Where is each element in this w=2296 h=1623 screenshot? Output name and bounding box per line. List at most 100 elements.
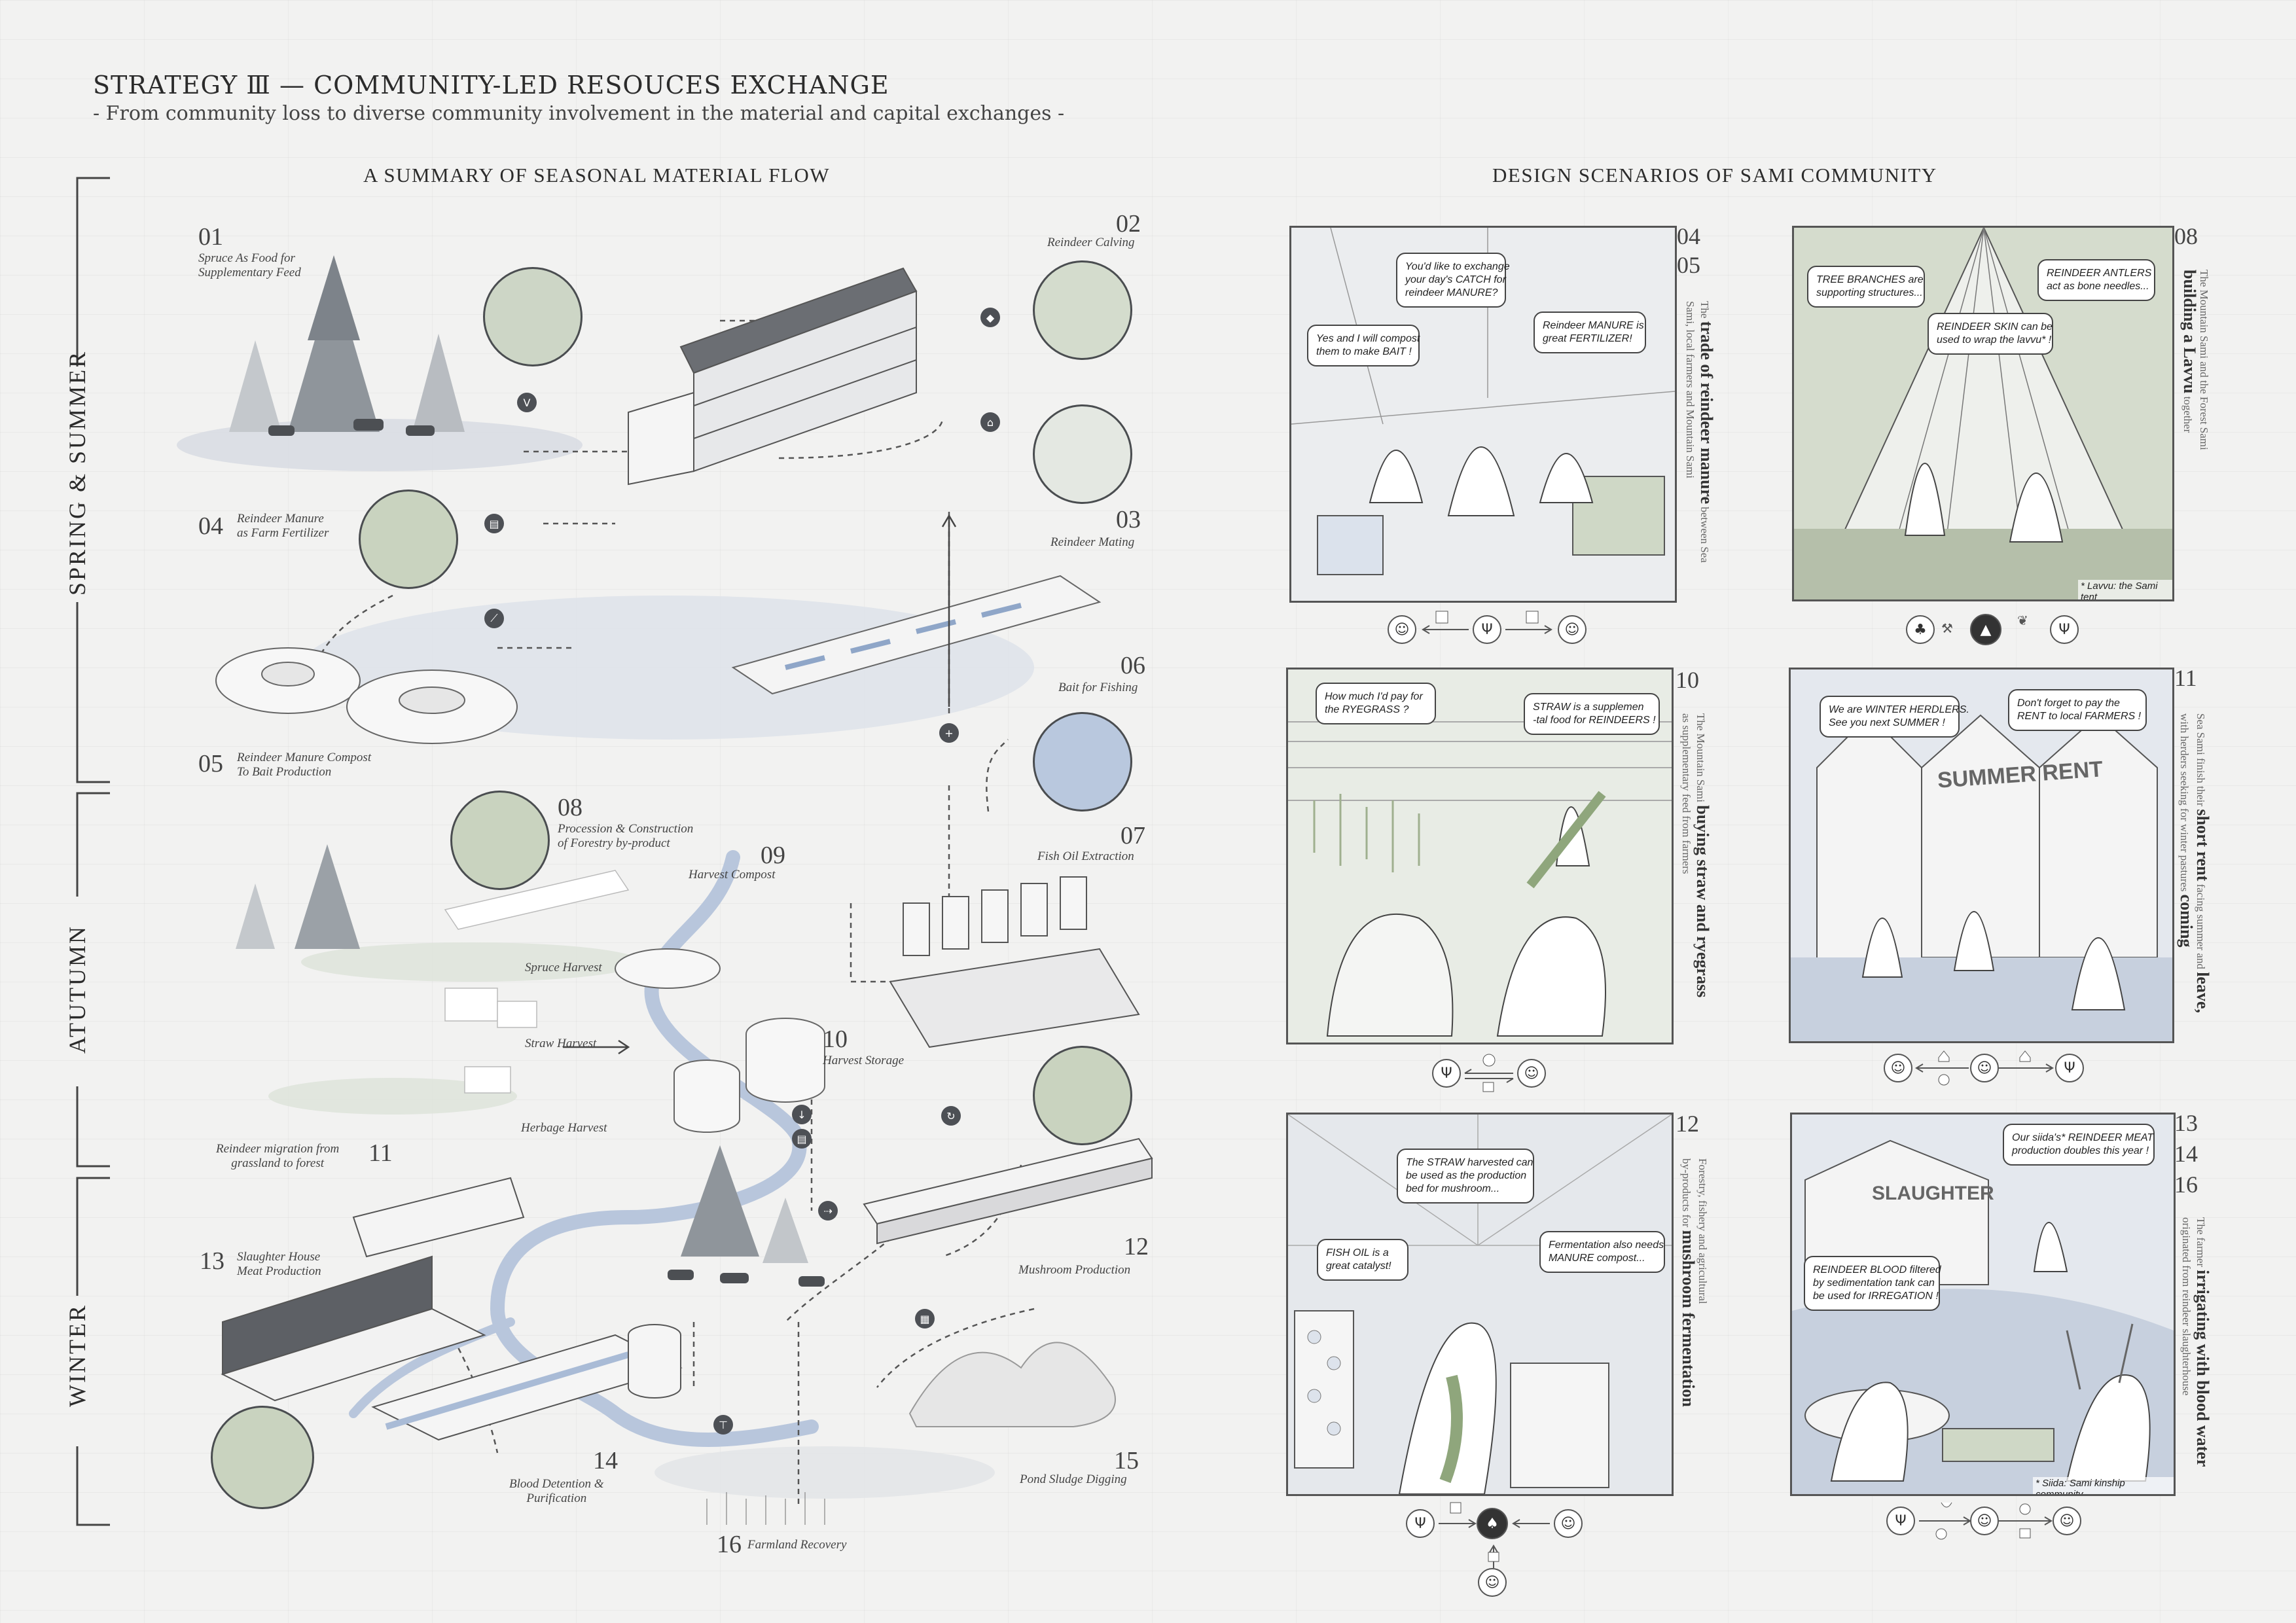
reindeer-icon: Ψ [1473, 615, 1501, 644]
panel-illustration [1288, 1115, 1672, 1494]
step-02-label: Reindeer Calving [1047, 236, 1135, 249]
speech-bubble: How much I'd pay for the RYEGRASS ? [1316, 683, 1436, 724]
scenario-panel-mushroom: The STRAW harvested can be used as the p… [1286, 1113, 1674, 1496]
step-09-num: 09 [761, 842, 785, 869]
speech-bubble: Our siida's* REINDEER MEAT production do… [2003, 1124, 2155, 1166]
step-09-label: Harvest Compost [689, 868, 776, 882]
mating-vignette [1033, 404, 1132, 504]
step-15-label: Pond Sludge Digging [1020, 1472, 1127, 1486]
flow-plus-icon: + [939, 723, 959, 743]
flow-v-icon: V [517, 393, 537, 412]
step-16-label: Farmland Recovery [747, 1538, 847, 1552]
flow-tank-icon: ▤ [484, 514, 504, 533]
flow-tool-icon: ⟋ [484, 609, 504, 628]
panel-footnote: * Lavvu: the Sami tent [2078, 580, 2172, 599]
season-brackets [76, 177, 110, 1526]
harvest-label-herbage: Herbage Harvest [521, 1121, 607, 1135]
harvest-label-straw: Straw Harvest [525, 1037, 597, 1050]
speech-bubble: Fermentation also needs MANURE compost..… [1539, 1231, 1665, 1273]
panel-num: 13 [2174, 1110, 2198, 1136]
step-08-num: 08 [558, 794, 583, 821]
reindeer-icon: Ψ [2055, 1054, 2084, 1082]
panel-num: 11 [2174, 665, 2197, 691]
flow-arrow-icon: ⇢ [818, 1201, 838, 1221]
farmer-icon: ☺ [1970, 1507, 1999, 1535]
mushroom-vignette [1033, 1046, 1132, 1145]
left-heading: A SUMMARY OF SEASONAL MATERIAL FLOW [363, 164, 831, 187]
flow-house-icon: ⌂ [980, 412, 1000, 432]
page-title: STRATEGY Ⅲ — COMMUNITY-LED RESOUCES EXCH… [93, 71, 889, 99]
flow-tap-icon: ⊤ [713, 1415, 733, 1435]
fisher-icon: ☺ [1558, 615, 1587, 644]
flow-tank2-icon: ▤ [792, 1129, 812, 1149]
wood-icon: ⚒ [1941, 620, 1953, 636]
reindeer-icon: Ψ [1886, 1507, 1915, 1535]
panel-side-caption: The trade of reindeer manure between Sea… [1684, 301, 1716, 563]
harvest-label-spruce: Spruce Harvest [525, 961, 602, 974]
step-01-num: 01 [198, 223, 223, 251]
fisher-icon: ☺ [1478, 1568, 1507, 1597]
step-16-num: 16 [717, 1531, 742, 1558]
speech-bubble: The STRAW harvested can be used as the p… [1397, 1149, 1534, 1204]
panel-illustration [1288, 669, 1672, 1043]
step-03-label: Reindeer Mating [1050, 535, 1135, 549]
speech-bubble: Reindeer MANURE is great FERTILIZER! [1534, 312, 1646, 353]
exchange-arrows [1915, 1050, 2054, 1086]
step-15-num: 15 [1114, 1447, 1139, 1474]
slaughter-sign: SLAUGHTER [1872, 1183, 1994, 1204]
farmer-icon: ☺ [1970, 1054, 1999, 1082]
reindeer-head-vignette [483, 267, 583, 366]
panel-footnote: * Siida: Sami kinship community [2033, 1477, 2174, 1494]
step-11-num: 11 [368, 1139, 393, 1167]
panel-num: 12 [1676, 1111, 1699, 1137]
farmer-icon: ☺ [1554, 1509, 1583, 1538]
farmer-icon: ☺ [1388, 615, 1416, 644]
step-13-label: Slaughter House Meat Production [237, 1250, 321, 1278]
step-10-num: 10 [823, 1026, 848, 1053]
farmer-icon: ☺ [2053, 1507, 2081, 1535]
exchange-arrows [1464, 1054, 1514, 1092]
step-10-label: Harvest Storage [823, 1054, 905, 1067]
fish-oil-vignette [1033, 712, 1132, 812]
panel-num: 10 [1676, 667, 1699, 693]
seasonal-flow-diagram [177, 255, 1153, 1525]
flow-cycle-icon: ↻ [941, 1106, 961, 1126]
speech-bubble: Don't forget to pay the RENT to local FA… [2008, 689, 2147, 731]
speech-bubble: You'd like to exchange your day's CATCH … [1396, 253, 1510, 308]
scenario-panel-blood-irrigation: SLAUGHTER Our siida's* REINDEER MEAT pro… [1790, 1113, 2176, 1496]
calving-vignette [1033, 260, 1132, 360]
step-12-num: 12 [1124, 1233, 1149, 1260]
panel-num: 14 [2174, 1141, 2198, 1167]
step-12-label: Mushroom Production [1018, 1263, 1131, 1277]
manure-vignette [359, 490, 458, 589]
meat-vignette [211, 1406, 314, 1509]
reindeer-icon: Ψ [1406, 1509, 1435, 1538]
reindeer-icon: Ψ [1432, 1059, 1461, 1088]
speech-bubble: STRAW is a supplemen -tal food for REIND… [1524, 693, 1660, 735]
scenario-panel-manure-trade: You'd like to exchange your day's CATCH … [1289, 226, 1677, 603]
step-04-label: Reindeer Manure as Farm Fertilizer [237, 512, 329, 540]
season-winter: WINTER [64, 1304, 90, 1407]
step-03-num: 03 [1116, 506, 1141, 533]
forest-icon: ♣ [1906, 615, 1935, 644]
season-spring-summer: SPRING & SUMMER [64, 349, 90, 596]
exchange-arrows [1422, 611, 1552, 634]
step-06-label: Bait for Fishing [1058, 681, 1138, 694]
step-13-num: 13 [200, 1247, 224, 1275]
step-14-num: 14 [593, 1447, 618, 1474]
step-05-label: Reindeer Manure Compost To Bait Producti… [237, 751, 372, 779]
step-02-num: 02 [1116, 210, 1141, 238]
speech-bubble: FISH OIL is a great catalyst! [1317, 1239, 1408, 1281]
page-subtitle: - From community loss to diverse communi… [93, 102, 1065, 125]
step-11-label: Reindeer migration from grassland to for… [216, 1142, 340, 1170]
speech-bubble: We are WINTER HERDLERS. See you next SUM… [1820, 696, 1969, 738]
flow-tag-icon: ◆ [980, 308, 1000, 327]
mushroom-icon: ♠ [1477, 1508, 1508, 1539]
panel-side-caption: The Mountain Sami buying straw and ryegr… [1680, 713, 1712, 998]
step-14-label: Blood Detention & Purification [509, 1477, 604, 1505]
reindeer-icon: Ψ [2050, 615, 2079, 644]
scenario-panel-straw-trade: How much I'd pay for the RYEGRASS ? STRA… [1286, 668, 1674, 1044]
panel-side-caption: Sea Sami finish their short rent facing … [2177, 713, 2212, 1013]
flow-bin-icon: ▦ [915, 1309, 935, 1329]
